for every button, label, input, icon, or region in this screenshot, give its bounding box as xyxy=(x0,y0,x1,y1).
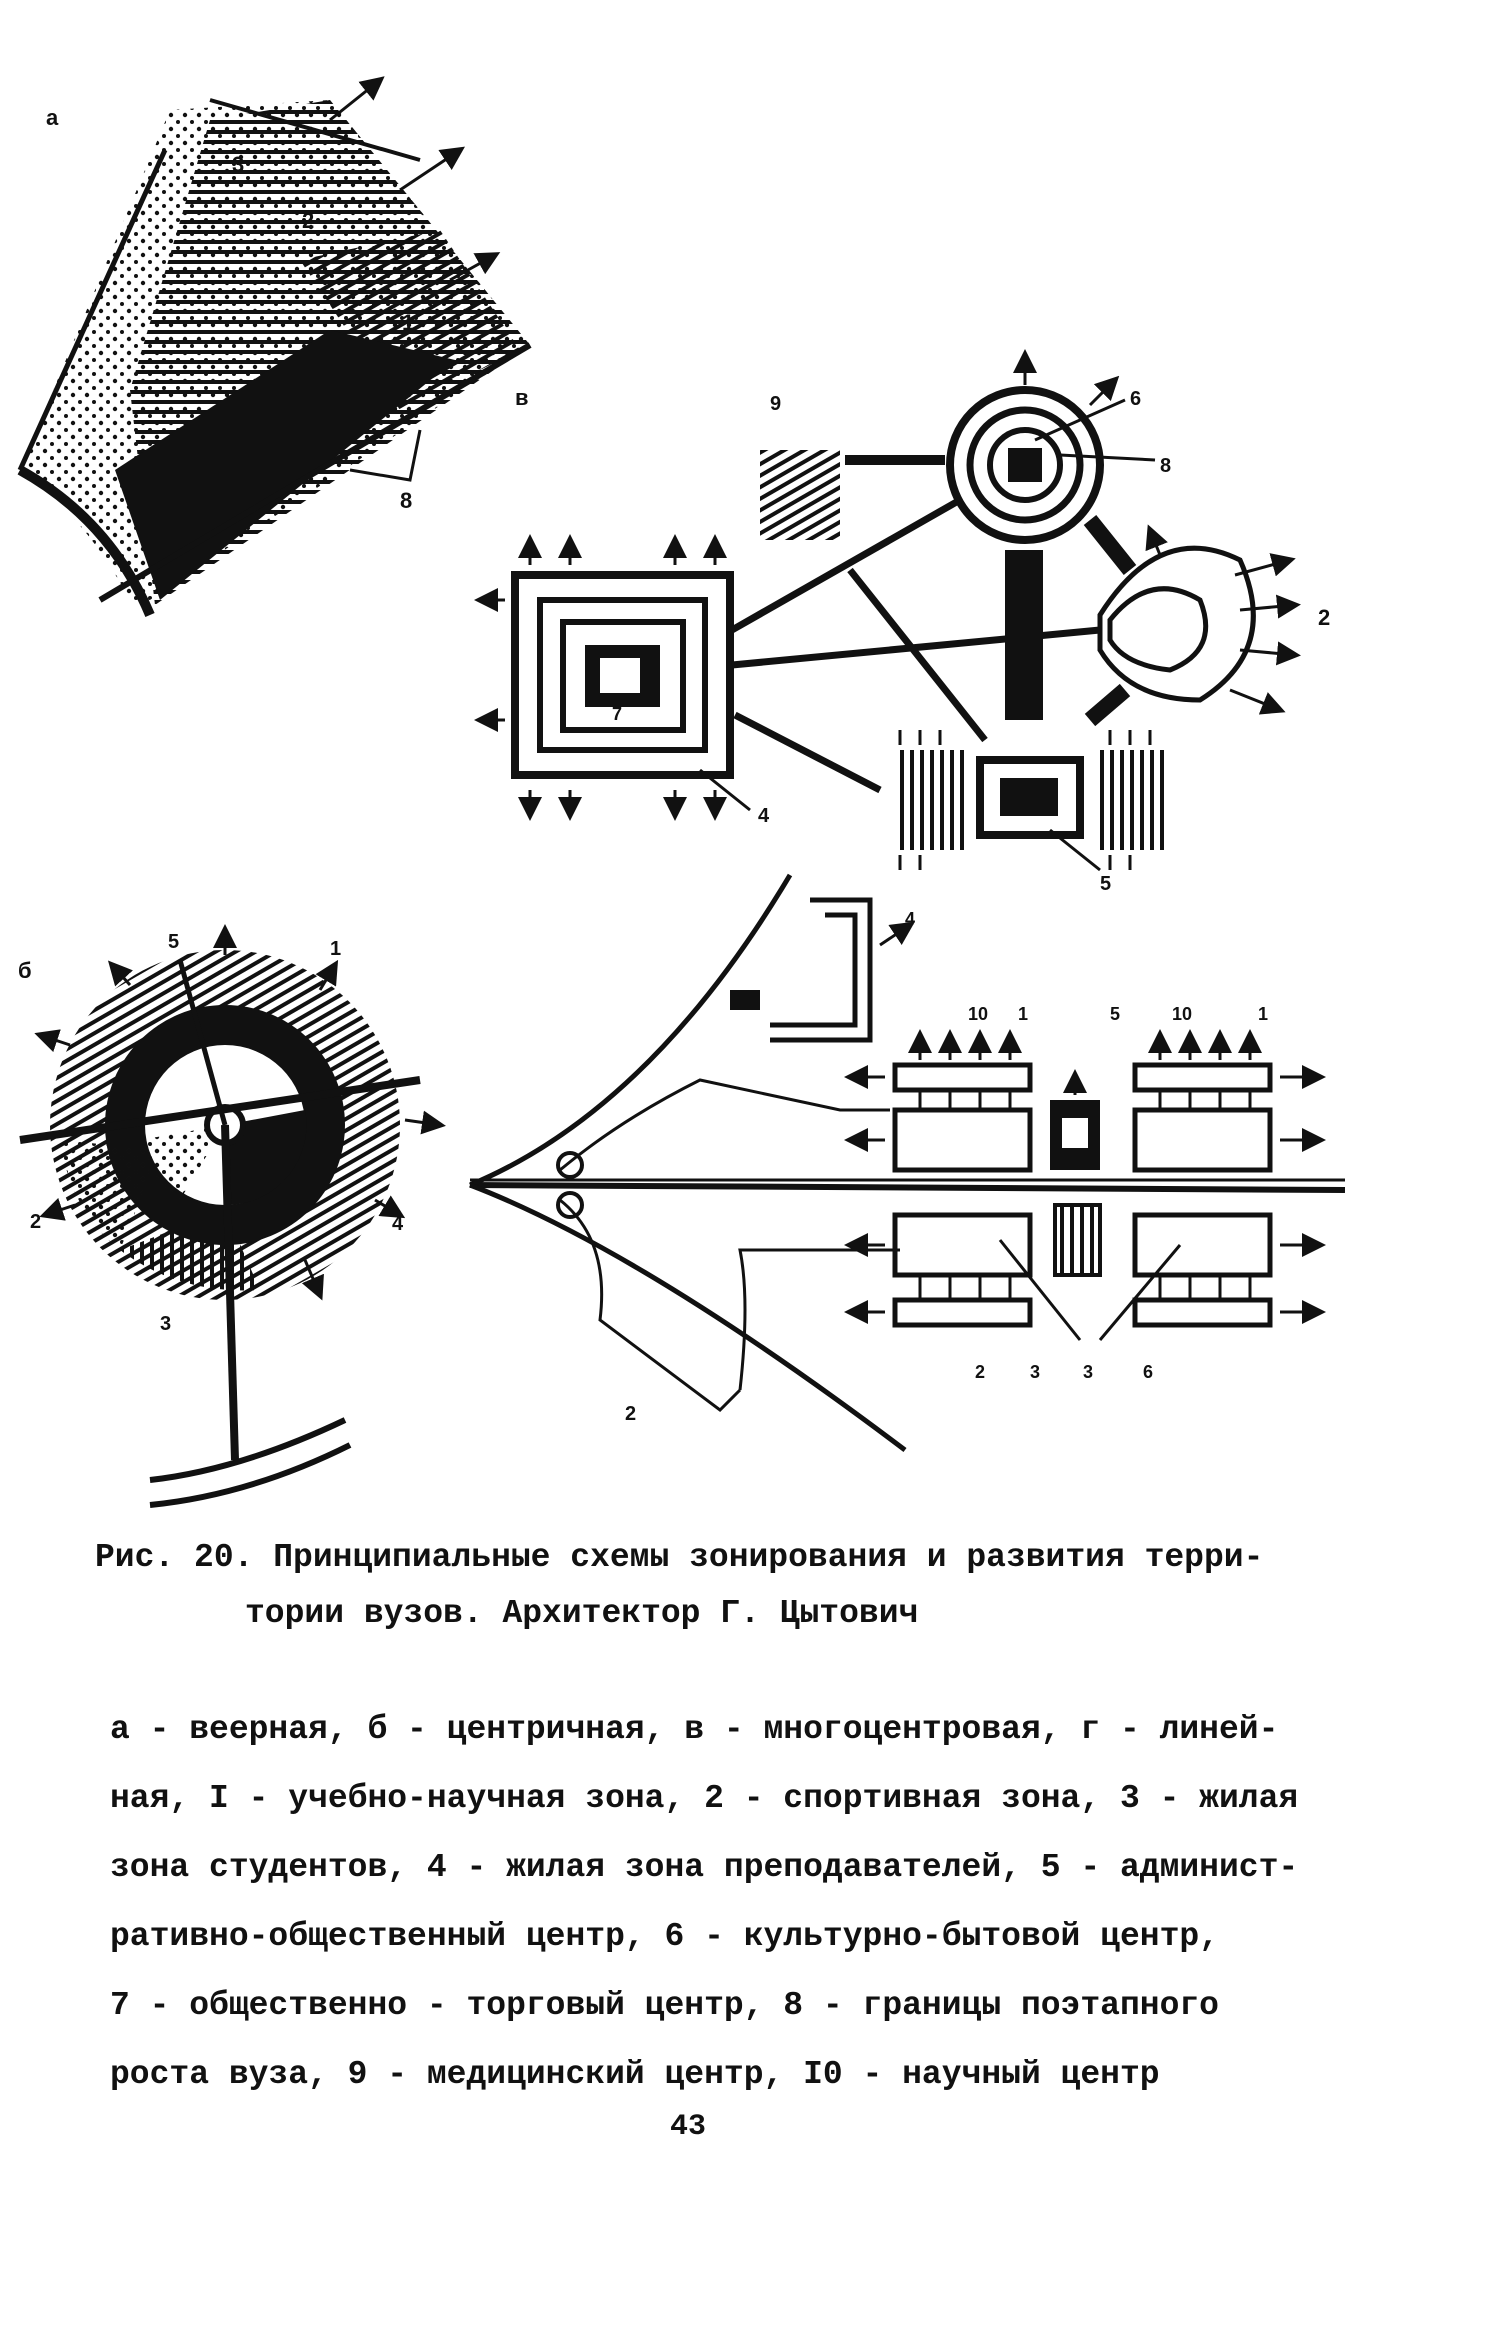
legend-line: зона студентов, 4 - жилая зона преподава… xyxy=(110,1833,1360,1902)
panel-b-label-2: 2 xyxy=(30,1211,41,1233)
panel-g-label-6: 6 xyxy=(1143,1362,1153,1382)
panel-v-label-8: 8 xyxy=(1160,455,1171,477)
panel-b-label-1: 1 xyxy=(330,938,341,960)
panel-g-label-4: 4 xyxy=(905,909,915,929)
diagram-v-multicenter: 9 6 8 2 7 4 5 xyxy=(480,355,1330,895)
panel-v-label-5: 5 xyxy=(1100,873,1111,895)
panel-v-label-2: 2 xyxy=(1318,605,1330,630)
legend-line: ративно-общественный центр, 6 - культурн… xyxy=(110,1902,1360,1971)
panel-g-label-5: 5 xyxy=(1110,1004,1120,1024)
figure-caption: Рис. 20. Принципиальные схемы зонировани… xyxy=(95,1530,1395,1642)
panel-v-label-4: 4 xyxy=(758,805,770,827)
legend-line: ная, I - учебно-научная зона, 2 - спорти… xyxy=(110,1764,1360,1833)
legend-line: 7 - общественно - торговый центр, 8 - гр… xyxy=(110,1971,1360,2040)
diagram-b-centric: б 5 8 1 2 4 3 xyxy=(18,930,440,1505)
panel-b-label-4: 4 xyxy=(392,1213,404,1235)
zoning-figure: а 3 2 1 в 8 xyxy=(0,0,1495,1530)
panel-g-label-1a: 1 xyxy=(1018,1004,1028,1024)
panel-b-label-8: 8 xyxy=(218,931,229,953)
panel-v-label-7: 7 xyxy=(612,704,622,724)
page-number: 43 xyxy=(670,2110,706,2144)
panel-b-letter: б xyxy=(18,958,32,983)
panel-a-label-2: 2 xyxy=(302,208,314,233)
panel-g-label-1b: 1 xyxy=(1258,1004,1268,1024)
panel-a-label-3: 3 xyxy=(232,152,244,177)
panel-b-label-5: 5 xyxy=(168,931,179,953)
panel-v-label-6: 6 xyxy=(1130,388,1141,410)
caption-line-2: тории вузов. Архитектор Г. Цытович xyxy=(95,1586,1395,1642)
figure-legend: а - веерная, б - центричная, в - многоце… xyxy=(110,1695,1360,2109)
panel-g-label-2b: 2 xyxy=(625,1403,636,1425)
panel-a-label-v: в xyxy=(515,385,529,410)
diagram-g-linear: 4 10 1 5 10 1 2 3 3 6 2 xyxy=(470,875,1345,1450)
panel-a-label-1: 1 xyxy=(402,310,414,335)
legend-line: роста вуза, 9 - медицинский центр, I0 - … xyxy=(110,2040,1360,2109)
panel-a-letter: а xyxy=(46,105,59,130)
legend-line: а - веерная, б - центричная, в - многоце… xyxy=(110,1695,1360,1764)
panel-g-label-3b: 3 xyxy=(1083,1362,1093,1382)
panel-b-label-3: 3 xyxy=(160,1313,171,1335)
caption-line-1: Рис. 20. Принципиальные схемы зонировани… xyxy=(95,1539,1263,1576)
panel-g-label-10a: 10 xyxy=(968,1004,988,1024)
panel-a-label-8: 8 xyxy=(400,488,412,513)
diagram-a-fan: а 3 2 1 в 8 xyxy=(20,80,530,615)
panel-g-label-3a: 3 xyxy=(1030,1362,1040,1382)
panel-g-label-2a: 2 xyxy=(975,1362,985,1382)
panel-v-label-9: 9 xyxy=(770,393,781,415)
panel-g-label-10b: 10 xyxy=(1172,1004,1192,1024)
